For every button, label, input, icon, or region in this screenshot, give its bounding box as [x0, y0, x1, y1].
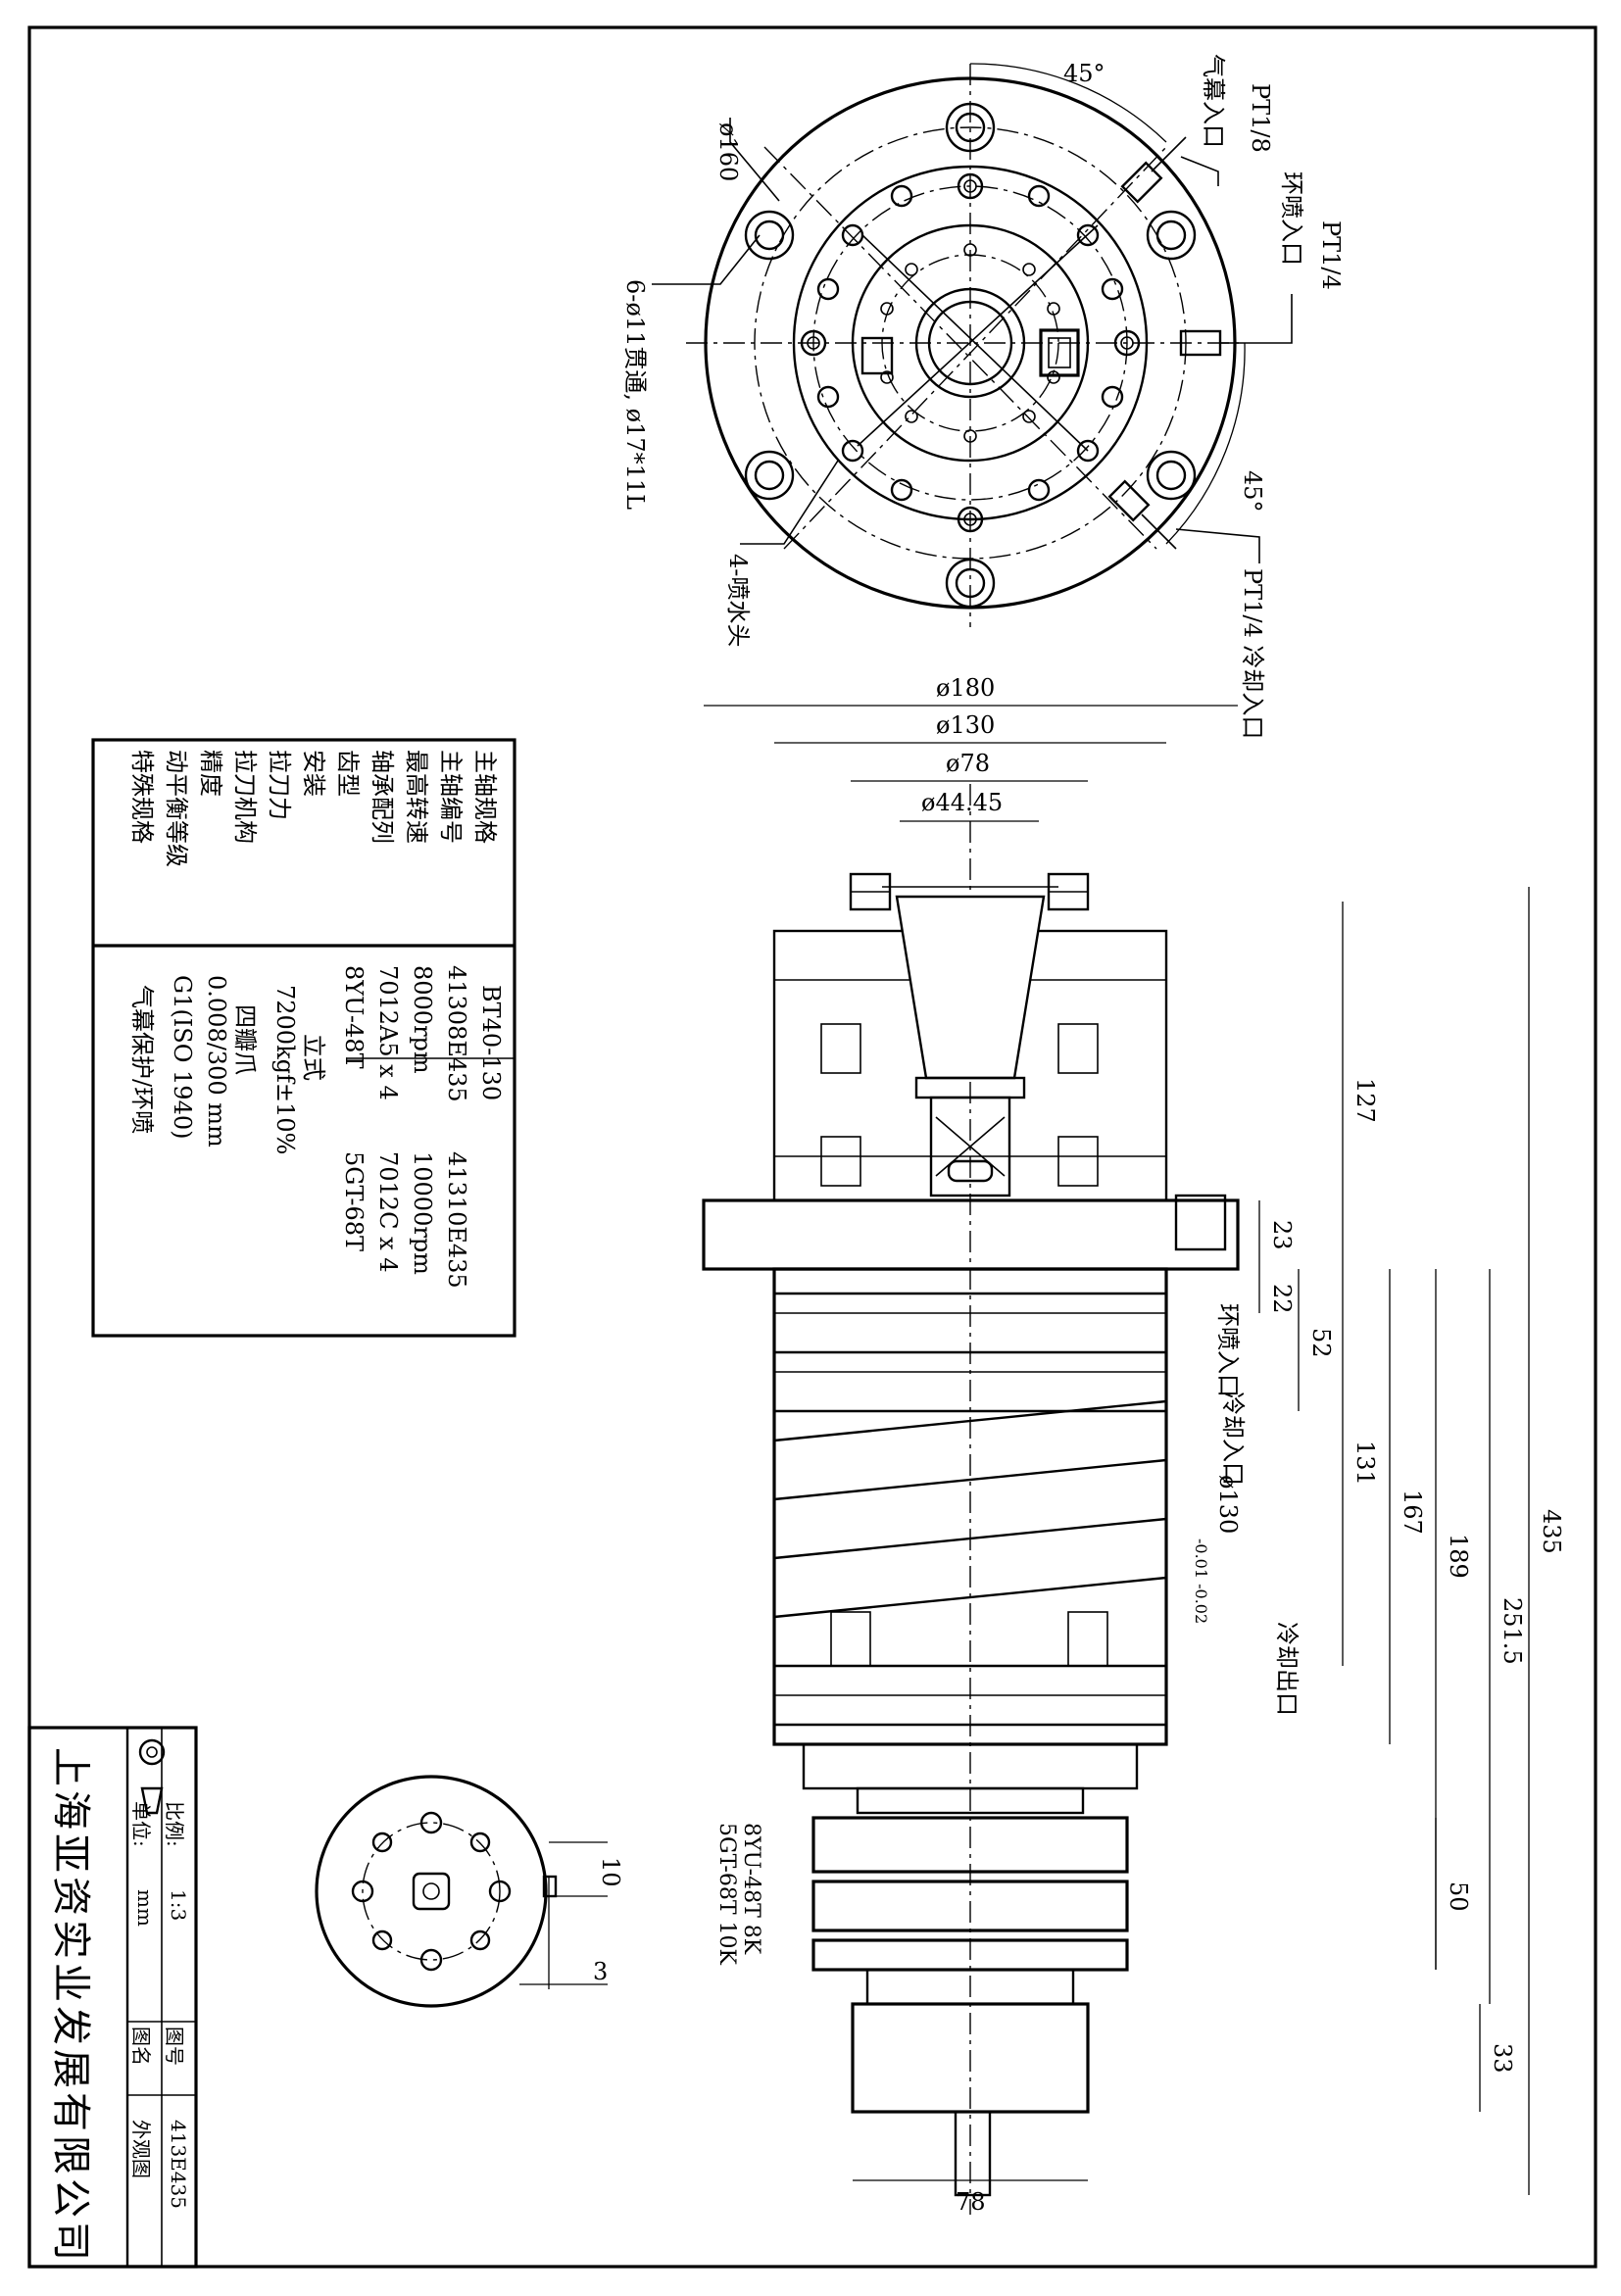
end-view: 10 3 — [315, 1775, 624, 2008]
taper-symbol-icon — [140, 1786, 164, 1815]
spec-table — [91, 738, 516, 1338]
nozzle-note: 4-喷水头 — [724, 554, 752, 647]
spec-row-1: 主轴编号 — [437, 750, 465, 844]
flange-hole — [744, 210, 795, 261]
drawing-no: 413E435 — [167, 2120, 190, 2209]
port-ring-name: 环喷入口 — [1278, 171, 1305, 266]
spec-row-5-value: 立式 — [300, 1034, 327, 1081]
spec-row-4-value-a: 8YU-48T — [340, 965, 368, 1069]
spec-row-10-value: 气幕保护/环喷 — [128, 985, 156, 1135]
sheet-border — [27, 25, 1597, 2269]
spec-row-4-value-b: 5GT-68T — [340, 1151, 368, 1252]
side-view-labels: ø180 ø130 ø78 ø44.45 127 23 22 52 131 16… — [714, 674, 1565, 2216]
spec-row-2-value-a: 8000rpm — [409, 965, 436, 1074]
dim-167-label: 167 — [1399, 1490, 1426, 1535]
spec-row-1-value-b: 41310E435 — [443, 1151, 470, 1289]
drawing-name-label: 图名 — [129, 2027, 153, 2066]
spec-table-text: 主轴规格 BT40-130 主轴编号 41308E435 41310E435 最… — [93, 740, 515, 1336]
spec-row-0: 主轴规格 — [471, 750, 499, 844]
scale-label: 比例: — [163, 1801, 186, 1847]
port-ring-inlet — [1179, 329, 1259, 357]
inner-holes — [880, 243, 1060, 443]
ring-inlet-label: 环喷入口 — [1214, 1303, 1242, 1397]
dim-22-label: 22 — [1268, 1284, 1296, 1314]
scale-value: 1:3 — [167, 1889, 190, 1922]
end-dim-3: 3 — [593, 1958, 608, 1985]
cool-inlet-label: 冷却入口 — [1219, 1392, 1247, 1486]
unit-value: mm — [133, 1889, 157, 1927]
port-cool-label: PT1/4 冷却入口 — [1239, 568, 1266, 739]
spec-row-7-value: 四瓣爪 — [231, 1004, 259, 1075]
dim-131-label: 131 — [1351, 1441, 1379, 1486]
projection-symbol-icon — [138, 1738, 166, 1766]
drawing-name: 外观图 — [129, 2120, 153, 2178]
title-block — [27, 1726, 198, 2269]
cool-outlet-label: 冷却出口 — [1273, 1622, 1301, 1716]
dim-78-bottom-label: 78 — [956, 2188, 986, 2216]
holes-note: 6-ø11贯通, ø17*11L — [621, 279, 649, 510]
spec-row-3: 轴承配列 — [368, 750, 396, 844]
wrench-flats — [820, 1023, 1099, 1187]
angle-bottom-label: 45° — [1239, 470, 1266, 513]
top-view — [652, 63, 1293, 627]
spec-row-2-value-b: 10000rpm — [409, 1151, 436, 1275]
side-view — [702, 705, 1530, 2215]
dim-23-label: 23 — [1268, 1220, 1296, 1250]
mid-ring-holes — [800, 172, 1141, 533]
spec-row-2: 最高转速 — [403, 750, 430, 844]
unit-label: 单位: — [129, 1801, 153, 1847]
spec-row-9-value: G1(ISO 1940) — [169, 975, 196, 1140]
spec-row-7: 拉刀机构 — [231, 750, 259, 844]
dim-4445: ø44.45 — [921, 789, 1003, 816]
spec-row-10: 特殊规格 — [128, 750, 156, 844]
gear-1-label: 8YU-48T 8K — [739, 1823, 763, 1955]
spec-row-3-value-a: 7012A5 x 4 — [374, 965, 402, 1100]
port-air-name: 气幕入口 — [1200, 54, 1227, 148]
spec-row-8-value: 0.008/300 mm — [203, 975, 230, 1148]
dim-2515-label: 251.5 — [1498, 1597, 1526, 1665]
dim-50-label: 50 — [1445, 1881, 1472, 1912]
d130-tol-label: -0.01 -0.02 — [1192, 1539, 1210, 1624]
end-dim-10: 10 — [597, 1857, 624, 1887]
dim-lines — [704, 705, 1530, 2195]
port-air-label: PT1/8 — [1247, 83, 1274, 153]
flange-hole — [945, 558, 996, 609]
output-shaft — [954, 2110, 992, 2197]
dim-130: ø130 — [936, 711, 995, 739]
spec-row-0-value: BT40-130 — [477, 985, 505, 1101]
spec-row-9: 动平衡等级 — [163, 750, 190, 867]
drive-key — [1039, 328, 1080, 377]
gear-2-label: 5GT-68T 10K — [714, 1823, 739, 1965]
dia-160-label: ø160 — [714, 122, 742, 181]
flange-hole — [1146, 210, 1197, 261]
title-block-text: 比例: 1:3 单位: mm 图号 413E435 图名 外观图 上海亚资实业发… — [29, 1728, 196, 2267]
spec-row-3-value-b: 7012C x 4 — [374, 1151, 402, 1273]
flange-hole — [744, 450, 795, 501]
spec-row-8: 精度 — [197, 750, 224, 797]
d130-fit-label: ø130 — [1214, 1475, 1242, 1534]
flange-hole — [945, 102, 996, 153]
spec-row-1-value-a: 41308E435 — [443, 965, 470, 1102]
flange-hole — [1146, 450, 1197, 501]
dim-52-label: 52 — [1307, 1328, 1335, 1358]
dim-127-label: 127 — [1351, 1078, 1379, 1123]
dim-189-label: 189 — [1445, 1534, 1472, 1579]
dim-435-label: 435 — [1538, 1509, 1565, 1554]
dim-33-label: 33 — [1489, 2043, 1516, 2074]
dim-180: ø180 — [936, 674, 995, 702]
angle-top-label: 45° — [1063, 60, 1105, 87]
drive-key — [860, 336, 894, 375]
drawing-no-label: 图号 — [163, 2027, 186, 2066]
spec-row-6: 拉刀力 — [266, 750, 293, 820]
port-ring-label: PT1/4 — [1317, 220, 1345, 290]
port-cool-inlet — [1107, 479, 1177, 550]
company-name: 上海亚资实业发展有限公司 — [48, 1747, 93, 2265]
port-air-inlet — [1120, 136, 1187, 204]
dim-78: ø78 — [946, 750, 990, 777]
spec-row-5: 安装 — [300, 750, 327, 797]
spec-row-6-value: 7200kgf±10% — [271, 985, 299, 1155]
spec-row-4: 齿型 — [334, 750, 362, 797]
top-view-labels: ø160 45° 45° PT1/8 气幕入口 PT1/4 环喷入口 PT1/4… — [621, 54, 1345, 739]
